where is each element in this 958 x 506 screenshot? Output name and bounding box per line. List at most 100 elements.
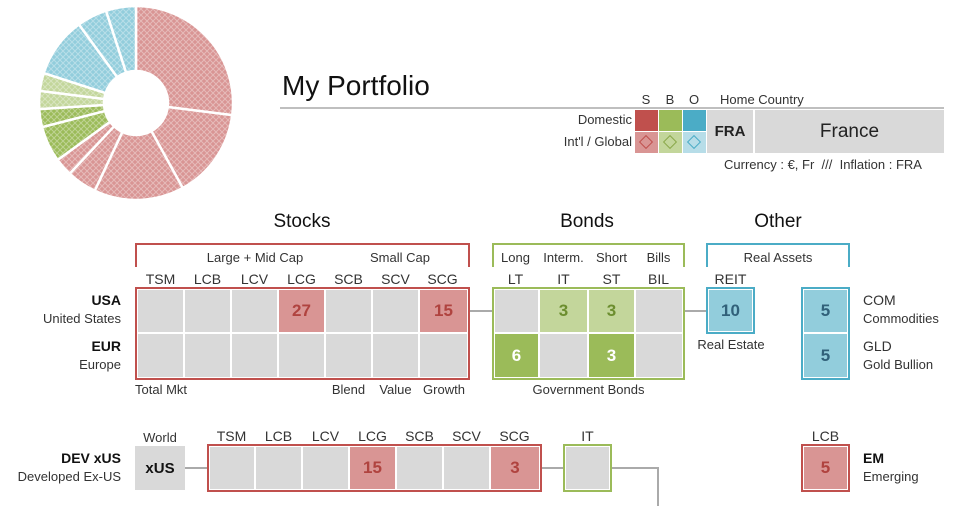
bonds-group-bracket <box>492 243 685 267</box>
eur-it-cell[interactable] <box>539 333 588 378</box>
col-tsm: TSM <box>145 271 176 287</box>
col-lcv: LCV <box>240 271 269 287</box>
eur-st-cell[interactable]: 3 <box>588 333 635 378</box>
reit-frame <box>706 287 755 334</box>
home-country-name[interactable]: France <box>755 110 944 153</box>
usa-scg-cell[interactable]: 15 <box>419 289 468 333</box>
donut-segment-hatch <box>39 73 106 99</box>
usa-it-cell[interactable]: 3 <box>539 289 588 333</box>
diamond-icon <box>638 134 654 150</box>
eur-gld-cell[interactable]: 5 <box>803 333 848 378</box>
usa-lcv-cell[interactable] <box>231 289 278 333</box>
usa-lt-cell[interactable] <box>494 289 539 333</box>
col-lcg: LCG <box>287 271 316 287</box>
usa-lcb-cell[interactable] <box>184 289 231 333</box>
dev-col-it: IT <box>581 428 594 444</box>
donut-segment-hatch <box>57 121 115 174</box>
connector-line <box>542 467 563 469</box>
usa-com-cell[interactable]: 5 <box>803 289 848 333</box>
usa-bil-cell[interactable] <box>635 289 683 333</box>
dev-col-scg: SCG <box>499 428 530 444</box>
connector-line <box>612 467 658 469</box>
em-frame <box>801 444 850 492</box>
dev-col-scb: SCB <box>405 428 434 444</box>
donut-segment-hatch <box>94 131 183 200</box>
com-name-label: Commodities <box>863 311 939 326</box>
bonds-grid-frame <box>492 287 685 380</box>
commodities-frame <box>801 287 850 380</box>
eur-lcg-cell[interactable] <box>278 333 325 378</box>
donut-segment-hatch <box>43 24 118 94</box>
usa-lcg-cell[interactable]: 27 <box>278 289 325 333</box>
donut-segment-hatch <box>39 90 105 110</box>
dev-col-tsm: TSM <box>216 428 247 444</box>
dev-col-lcg: LCG <box>358 428 387 444</box>
col-it: IT <box>557 271 570 287</box>
foot-blend: Blend <box>331 382 366 397</box>
domestic-bonds-swatch <box>659 110 682 131</box>
usa-st-cell[interactable]: 3 <box>588 289 635 333</box>
title-underline <box>280 107 944 109</box>
dev-tsm-cell[interactable] <box>209 446 255 490</box>
eur-scg-cell[interactable] <box>419 333 468 378</box>
bond-sub-interm: Interm. <box>543 250 584 265</box>
donut-segment-hatch <box>39 105 106 128</box>
stocks-header: Stocks <box>273 211 331 232</box>
real-assets-label: Real Assets <box>743 250 813 265</box>
dev-lcg-cell[interactable]: 15 <box>349 446 396 490</box>
eur-bil-cell[interactable] <box>635 333 683 378</box>
donut-segment-hatch <box>136 6 233 116</box>
diamond-icon <box>686 134 702 150</box>
eur-lcb-cell[interactable] <box>184 333 231 378</box>
stocks-group-bracket <box>135 243 470 267</box>
foot-total-mkt: Total Mkt <box>135 382 188 397</box>
world-label: World <box>143 430 177 445</box>
dev-it-frame <box>563 444 612 492</box>
usa-tsm-cell[interactable] <box>137 289 184 333</box>
legend-intl-global: Int'l / Global <box>563 134 632 149</box>
usa-scb-cell[interactable] <box>325 289 372 333</box>
eur-tsm-cell[interactable] <box>137 333 184 378</box>
col-scb: SCB <box>334 271 363 287</box>
home-country-code[interactable]: FRA <box>707 110 753 153</box>
col-lcb: LCB <box>193 271 222 287</box>
dev-lcb-cell[interactable] <box>255 446 302 490</box>
dev-lcv-cell[interactable] <box>302 446 349 490</box>
small-cap-label: Small Cap <box>370 250 430 265</box>
connector-line <box>185 467 208 469</box>
page-title: My Portfolio <box>282 70 430 101</box>
dev-scb-cell[interactable] <box>396 446 443 490</box>
bond-sub-long: Long <box>501 250 530 265</box>
bonds-header: Bonds <box>560 211 614 232</box>
connector-line <box>685 310 707 312</box>
large-mid-cap-label: Large + Mid Cap <box>206 250 304 265</box>
row-usa-code: USA <box>91 292 121 308</box>
legend-col-o: O <box>688 92 700 107</box>
other-header: Other <box>754 211 802 232</box>
usa-reit-cell[interactable]: 10 <box>708 289 753 332</box>
dev-scv-cell[interactable] <box>443 446 490 490</box>
eur-lt-cell[interactable]: 6 <box>494 333 539 378</box>
col-lt: LT <box>507 271 524 287</box>
dev-scg-cell[interactable]: 3 <box>490 446 540 490</box>
allocation-donut-chart <box>37 4 235 200</box>
eur-lcv-cell[interactable] <box>231 333 278 378</box>
foot-value: Value <box>379 382 412 397</box>
col-bil: BIL <box>647 271 669 287</box>
dev-col-lcb: LCB <box>264 428 293 444</box>
eur-scb-cell[interactable] <box>325 333 372 378</box>
intl-bonds-swatch <box>659 132 682 153</box>
dev-stocks-frame <box>207 444 542 492</box>
col-scg: SCG <box>427 271 458 287</box>
eur-scv-cell[interactable] <box>372 333 419 378</box>
donut-segment-hatch <box>78 10 127 78</box>
xus-cell[interactable]: xUS <box>135 446 185 490</box>
row-dev-code: DEV xUS <box>61 450 121 466</box>
dev-col-lcv: LCV <box>311 428 340 444</box>
em-lcb-cell[interactable]: 5 <box>803 446 848 490</box>
gld-code-label: GLD <box>863 338 892 354</box>
intl-stocks-swatch <box>635 132 658 153</box>
dev-it-cell[interactable] <box>565 446 610 490</box>
usa-scv-cell[interactable] <box>372 289 419 333</box>
domestic-stocks-swatch <box>635 110 658 131</box>
